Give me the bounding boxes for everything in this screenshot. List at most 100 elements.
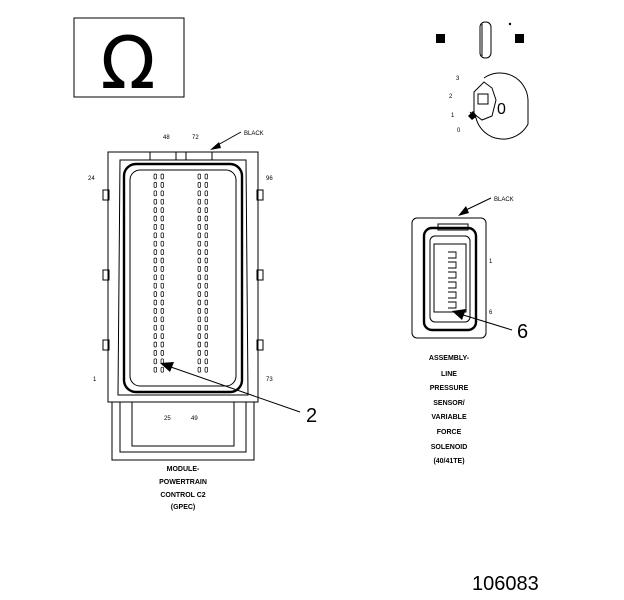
sensor-pin-cavity <box>448 271 457 279</box>
pcm-pin-cavity <box>153 308 157 314</box>
pcm-pin-cavity <box>197 215 201 222</box>
key-mark: 0 <box>497 101 506 118</box>
sensor-connector: 1 6 BLACK 6 ASSEMBLY- LINE PRESSURE SENS… <box>411 197 528 465</box>
pcm-pin-25-label: 25 <box>164 416 171 422</box>
pcm-pin-cavity <box>197 224 201 230</box>
pcm-pin-cavity <box>153 215 157 222</box>
pcm-pin-cavity <box>153 257 157 264</box>
pcm-pin-cavity <box>197 266 201 272</box>
pcm-pin-1-label: 1 <box>93 377 97 383</box>
pcm-pin-cavity <box>153 190 157 197</box>
pcm-pin-cavity <box>153 341 157 348</box>
pcm-pin-cavity <box>204 324 208 331</box>
pcm-pin-cavity <box>153 324 157 331</box>
pcm-pin-cavity <box>197 282 201 289</box>
pcm-pin-cavity <box>197 232 201 239</box>
pcm-pin-cavity <box>160 308 164 314</box>
pcm-pin-cavity <box>204 198 208 205</box>
pcm-pin-cavity <box>153 274 157 281</box>
pcm-caption-line-1: MODULE- <box>167 466 200 473</box>
pcm-callout-leader <box>167 365 301 413</box>
pcm-pin-cavity <box>204 182 208 188</box>
pcm-pin-cavity <box>160 190 164 197</box>
pcm-pin-cavity <box>204 350 208 356</box>
pcm-caption-line-2: POWERTRAIN <box>159 479 207 486</box>
pcm-pin-cavity <box>197 358 201 365</box>
pcm-pin-cavity <box>153 366 157 373</box>
pcm-pin-cavity <box>160 224 164 230</box>
pcm-pin-cavity <box>204 240 208 247</box>
sensor-caption-line-8: (40/41TE) <box>433 458 464 465</box>
pcm-pin-cavity <box>197 249 201 255</box>
pcm-pin-cavity <box>160 366 164 373</box>
pcm-pin-cavity <box>204 291 208 297</box>
pcm-pin-cavity <box>197 173 201 180</box>
pcm-pin-cavity <box>197 257 201 264</box>
pcm-pin-cavity <box>153 207 157 213</box>
pcm-pin-cavity <box>204 190 208 197</box>
pcm-pin-cavity <box>197 333 201 339</box>
pcm-pin-cavity <box>204 333 208 339</box>
pcm-pin-cavity <box>197 291 201 297</box>
pcm-pin-cavity <box>160 257 164 264</box>
ignition-switch-icon: 3 2 1 0 0 <box>436 21 529 140</box>
pcm-pin-cavity <box>204 215 208 222</box>
pcm-pin-cavity <box>153 198 157 205</box>
sensor-caption-line-5: VARIABLE <box>431 414 467 421</box>
pcm-pin-cavity <box>204 299 208 306</box>
pcm-pin-cavity <box>160 324 164 331</box>
sensor-caption-line-1: ASSEMBLY- <box>429 355 470 362</box>
pcm-pin-cavity <box>160 291 164 297</box>
pcm-pin-cavity <box>197 366 201 373</box>
pcm-pin-cavity <box>160 333 164 339</box>
pcm-pin-cavity <box>204 282 208 289</box>
pcm-pin-cavity <box>153 240 157 247</box>
pcm-pin-cavity <box>160 182 164 188</box>
pcm-pin-cavity <box>197 324 201 331</box>
key-position-1: 1 <box>451 113 455 119</box>
pcm-pin-cavity <box>153 333 157 339</box>
pcm-pin-cavity <box>160 249 164 255</box>
pcm-pin-cavity <box>160 266 164 272</box>
pcm-pin-field <box>153 173 208 373</box>
pcm-pin-cavity <box>160 299 164 306</box>
sensor-callout-leader <box>459 313 513 331</box>
pcm-pin-24-label: 24 <box>88 176 95 182</box>
pcm-callout-number: 2 <box>306 405 317 427</box>
pcm-pin-cavity <box>197 240 201 247</box>
figure-number: 106083 <box>472 573 539 595</box>
pcm-pin-cavity <box>160 350 164 356</box>
pcm-pin-cavity <box>160 173 164 180</box>
pcm-pin-cavity <box>160 274 164 281</box>
pcm-pin-cavity <box>153 182 157 188</box>
pcm-pin-cavity <box>153 173 157 180</box>
pcm-pin-cavity <box>153 249 157 255</box>
pcm-pin-72-label: 72 <box>192 135 199 141</box>
pcm-c2-connector: 48 72 24 96 1 73 25 49 BLACK 2 MODULE- P… <box>88 131 317 511</box>
pcm-pin-73-label: 73 <box>266 377 273 383</box>
sensor-caption-line-3: PRESSURE <box>430 385 469 392</box>
sensor-pin-cavity <box>448 261 457 269</box>
pcm-pin-cavity <box>160 341 164 348</box>
sensor-caption-line-6: FORCE <box>437 429 462 436</box>
pcm-pin-cavity <box>197 198 201 205</box>
pcm-pin-cavity <box>197 182 201 188</box>
ohm-icon: Ω <box>100 21 155 105</box>
key-position-0: 0 <box>457 128 461 134</box>
key-position-3: 3 <box>456 76 460 82</box>
pcm-pin-cavity <box>204 224 208 230</box>
pcm-pin-48-label: 48 <box>163 135 170 141</box>
pcm-pin-cavity <box>197 274 201 281</box>
pcm-pin-cavity <box>160 207 164 213</box>
sensor-caption-line-4: SENSOR/ <box>433 400 465 407</box>
pcm-pin-cavity <box>160 282 164 289</box>
pcm-pin-cavity <box>197 341 201 348</box>
pcm-pin-cavity <box>204 274 208 281</box>
pcm-pin-cavity <box>204 308 208 314</box>
pcm-pin-cavity <box>204 341 208 348</box>
pcm-pin-cavity <box>204 173 208 180</box>
pcm-pin-cavity <box>153 316 157 323</box>
pcm-pin-cavity <box>153 282 157 289</box>
sensor-caption-line-2: LINE <box>441 371 457 378</box>
